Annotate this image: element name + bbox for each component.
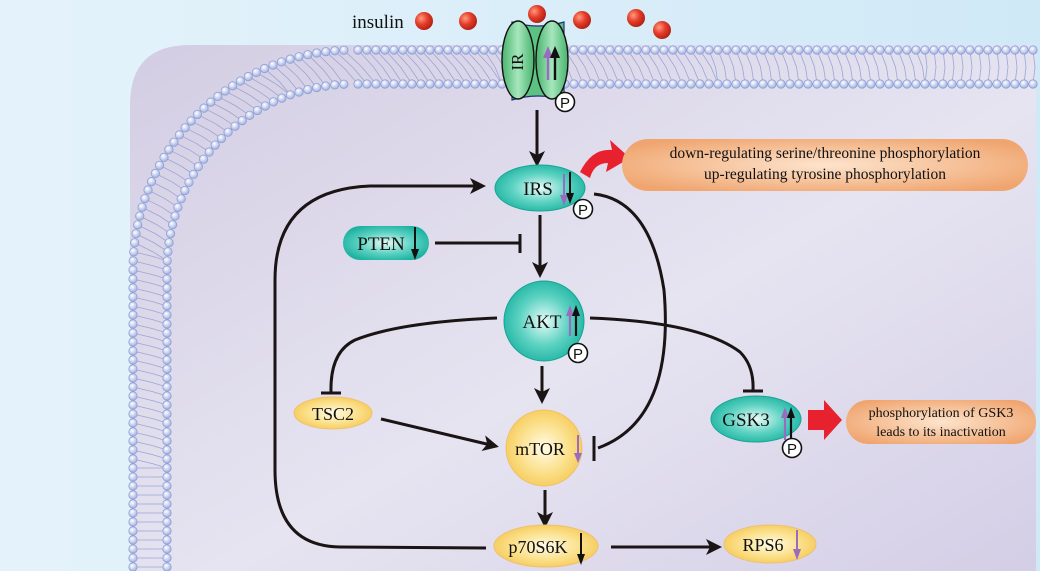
svg-text:up-regulating tyrosine phospho: up-regulating tyrosine phosphorylation xyxy=(704,166,946,183)
node-gsk3[interactable]: GSK3 P xyxy=(710,395,803,459)
insulin-receptor[interactable]: IR P xyxy=(501,20,576,113)
down-regulated-icon xyxy=(560,172,574,206)
node-irs[interactable]: IRS P xyxy=(494,164,594,220)
insulin-molecule xyxy=(528,5,546,23)
phosphate-icon: P xyxy=(572,198,594,220)
node-rps6[interactable]: RPS6 xyxy=(723,524,817,564)
tsc2-label: TSC2 xyxy=(312,404,354,424)
insulin-label: insulin xyxy=(352,12,404,33)
insulin-molecules xyxy=(415,5,671,39)
red-arrow-icon xyxy=(580,140,630,178)
svg-text:phosphorylation of GSK3: phosphorylation of GSK3 xyxy=(869,406,1014,421)
irs-label: IRS xyxy=(523,179,553,200)
insulin-molecule xyxy=(459,12,477,30)
down-regulated-icon xyxy=(574,435,582,463)
svg-text:leads to its inactivation: leads to its inactivation xyxy=(876,425,1005,440)
svg-text:down-regulating serine/threoni: down-regulating serine/threonine phospho… xyxy=(670,145,981,162)
akt-label: AKT xyxy=(522,312,561,333)
svg-text:P: P xyxy=(787,441,797,458)
irs-phosphorylation-note: down-regulating serine/threonine phospho… xyxy=(622,139,1028,191)
gsk3-label: GSK3 xyxy=(722,410,770,431)
phosphate-icon: P xyxy=(567,342,589,364)
insulin-molecule xyxy=(415,12,433,30)
rps6-label: RPS6 xyxy=(742,535,783,555)
svg-text:P: P xyxy=(573,346,583,363)
node-mtor[interactable]: mTOR xyxy=(505,409,583,487)
p70s6k-label: p70S6K xyxy=(508,537,567,557)
pathway-edges xyxy=(273,110,763,555)
cell-membrane xyxy=(128,45,1038,571)
node-tsc2[interactable]: TSC2 xyxy=(293,396,373,430)
cytoplasm xyxy=(130,45,1036,571)
insulin-molecule xyxy=(627,9,645,27)
down-regulated-icon xyxy=(411,227,419,260)
phosphate-icon: P xyxy=(781,437,803,459)
up-regulated-icon xyxy=(781,407,795,440)
down-regulated-icon xyxy=(577,533,585,565)
edge-p70s6k-irs-feedback xyxy=(273,178,487,550)
node-akt[interactable]: AKT P xyxy=(503,280,589,364)
edge-akt-tsc2-inhibit xyxy=(329,316,498,393)
insulin-molecule xyxy=(653,21,671,39)
receptor-label: IR xyxy=(508,53,527,71)
up-regulated-icon xyxy=(543,46,560,80)
svg-text:P: P xyxy=(578,202,588,219)
pten-label: PTEN xyxy=(357,234,405,255)
red-arrow-icon xyxy=(808,400,842,440)
edge-akt-gsk3-inhibit xyxy=(589,316,755,391)
insulin-molecule xyxy=(573,11,591,29)
node-pten[interactable]: PTEN xyxy=(343,226,429,260)
gsk3-inactivation-note: phosphorylation of GSK3 leads to its ina… xyxy=(846,400,1036,444)
mtor-label: mTOR xyxy=(515,439,565,459)
edge-irs-mtor-inhibit xyxy=(593,192,667,450)
svg-text:P: P xyxy=(560,95,570,112)
down-regulated-icon xyxy=(793,530,801,560)
phosphate-icon: P xyxy=(554,91,576,113)
edge-tsc2-mtor xyxy=(380,417,499,452)
up-regulated-icon xyxy=(566,305,580,336)
node-p70s6k[interactable]: p70S6K xyxy=(493,524,599,568)
